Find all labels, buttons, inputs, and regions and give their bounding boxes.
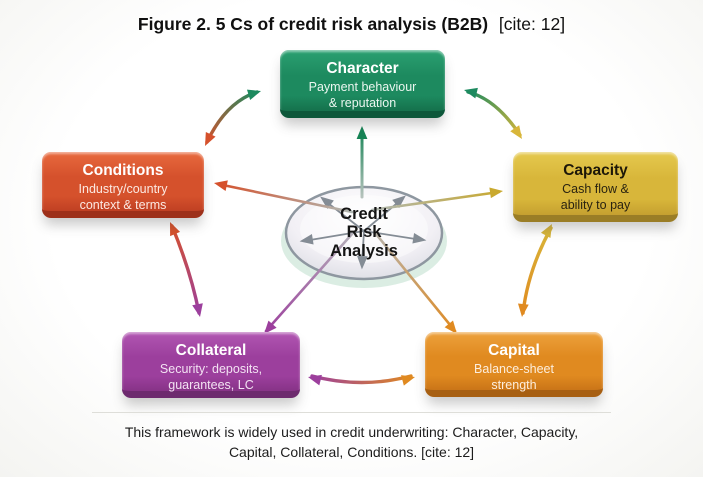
arrow-center-to-character (356, 126, 368, 199)
figure-title: Figure 2. 5 Cs of credit risk analysis (… (0, 14, 703, 35)
node-conditions-subtitle: Industry/country context & terms (78, 182, 168, 212)
center-label: Credit Risk Analysis (304, 205, 424, 260)
node-character-title: Character (326, 60, 399, 77)
node-capacity-subtitle: Cash flow & ability to pay (560, 182, 631, 212)
center-label-line1: Credit (340, 205, 388, 223)
arrow-center-to-capacity (370, 185, 504, 212)
node-conditions: Conditions Industry/country context & te… (42, 152, 204, 218)
node-collateral: Collateral Security: deposits, guarantee… (122, 332, 300, 398)
hub-radial-arrows (300, 193, 426, 269)
center-label-line2: Risk (346, 223, 382, 242)
node-conditions-title: Conditions (82, 162, 164, 179)
node-capital-title: Capital (488, 342, 540, 359)
node-collateral-title: Collateral (175, 342, 247, 359)
center-label-line3: Analysis (330, 241, 398, 260)
center-hub-ellipse (281, 185, 447, 288)
arrow-capacity-capital (516, 221, 557, 318)
arrow-conditions-character (200, 85, 263, 149)
arrow-center-to-capital (374, 232, 462, 338)
caption-divider (92, 412, 611, 413)
arrow-center-to-conditions (212, 177, 354, 214)
node-capital-subtitle: Balance-sheet strength (474, 362, 554, 392)
node-character: Character Payment behaviour & reputation (280, 50, 445, 118)
arrow-character-capacity (462, 84, 527, 143)
node-capacity-title: Capacity (563, 162, 628, 179)
arrow-collateral-capital (306, 371, 417, 386)
node-capital: Capital Balance-sheet strength (425, 332, 603, 397)
figure-caption: This framework is widely used in credit … (0, 422, 703, 463)
figure-title-cite: [cite: 12] (498, 14, 566, 34)
node-character-subtitle: Payment behaviour & reputation (308, 80, 417, 110)
figure-caption-line2: Capital, Collateral, Conditions. [cite: … (228, 444, 475, 461)
arrow-conditions-collateral (165, 219, 206, 319)
arrow-center-to-collateral (259, 232, 354, 338)
node-collateral-subtitle: Security: deposits, guarantees, LC (159, 362, 263, 392)
node-capacity: Capacity Cash flow & ability to pay (513, 152, 678, 222)
figure-title-text: Figure 2. 5 Cs of credit risk analysis (… (137, 14, 489, 34)
figure-caption-line1: This framework is widely used in credit … (124, 424, 579, 440)
